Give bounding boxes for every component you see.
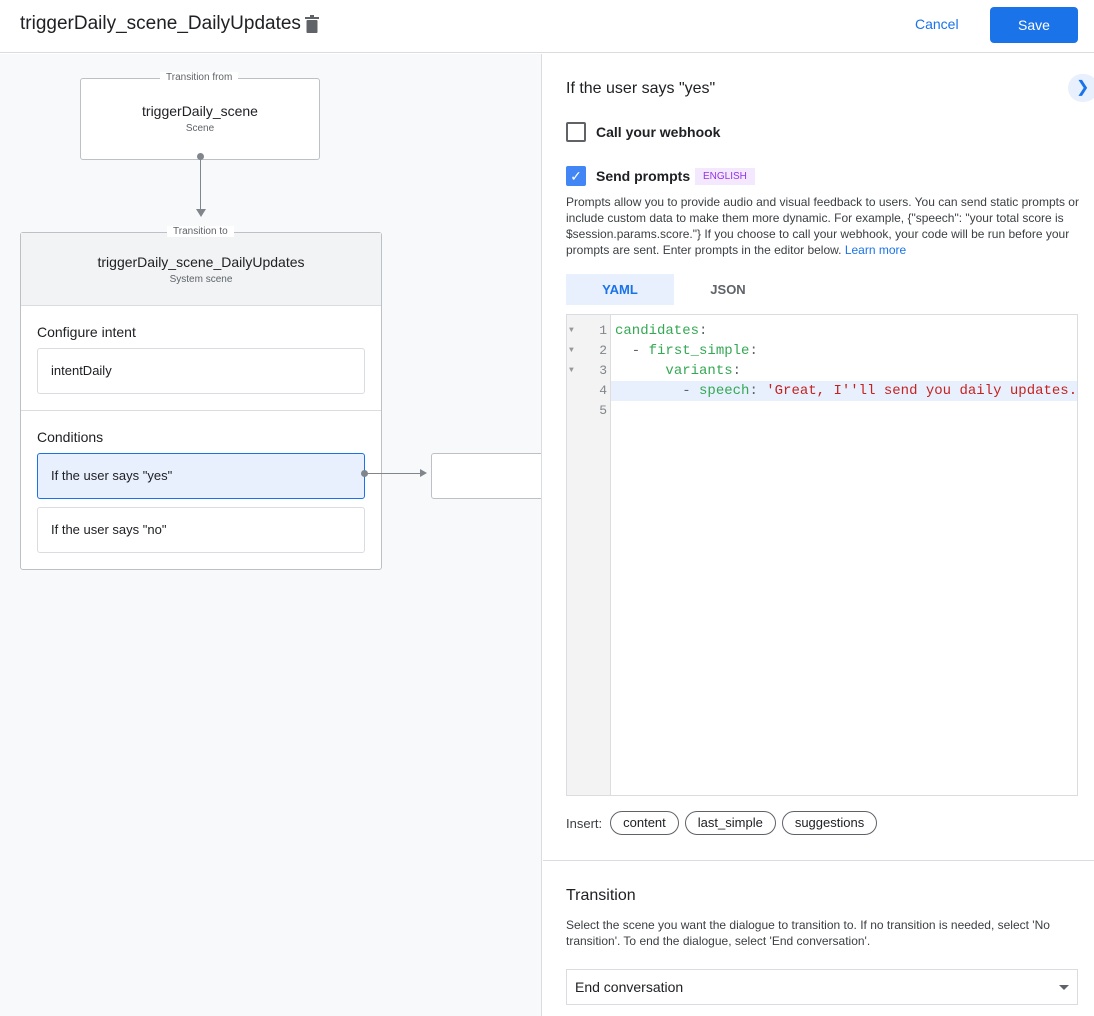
code-line[interactable]: variants: <box>665 363 742 379</box>
prompts-description: Prompts allow you to provide audio and v… <box>566 195 1079 257</box>
code-line[interactable]: - first_simple: <box>615 343 758 359</box>
tab-yaml[interactable]: YAML <box>566 274 674 305</box>
to-scene-name: triggerDaily_scene_DailyUpdates <box>97 254 305 270</box>
trash-icon[interactable] <box>305 15 319 33</box>
insert-chip-last-simple[interactable]: last_simple <box>684 811 776 835</box>
header: triggerDaily_scene_DailyUpdates Cancel S… <box>0 0 1094 53</box>
transition-title: Transition <box>566 887 636 904</box>
code-line[interactable] <box>611 401 1077 421</box>
webhook-label: Call your webhook <box>596 124 721 140</box>
from-scene-name: triggerDaily_scene <box>142 103 258 119</box>
transition-select-value: End conversation <box>575 979 684 995</box>
transition-from-label: Transition from <box>160 72 239 83</box>
transition-select[interactable]: End conversation <box>566 969 1078 1005</box>
to-scene-type: System scene <box>169 274 233 285</box>
insert-label: Insert: <box>566 815 603 831</box>
transition-to-label: Transition to <box>167 226 234 237</box>
line-number: 1 <box>599 323 607 338</box>
line-number: 4 <box>599 383 607 398</box>
line-number: 5 <box>599 403 607 418</box>
target-node[interactable] <box>431 453 541 499</box>
prompts-label: Send prompts <box>596 168 691 184</box>
language-badge: ENGLISH <box>695 168 755 185</box>
line-number: 2 <box>599 343 607 358</box>
cancel-button[interactable]: Cancel <box>915 16 959 32</box>
transition-from-node[interactable]: triggerDaily_scene Scene <box>80 78 320 160</box>
insert-chip-suggestions[interactable]: suggestions <box>781 811 878 835</box>
chevron-right-icon[interactable]: ❯ <box>1068 74 1094 102</box>
intent-heading: Configure intent <box>37 324 136 340</box>
panel-title: If the user says "yes" <box>566 80 716 97</box>
intent-card[interactable]: intentDaily <box>37 348 365 394</box>
tab-json[interactable]: JSON <box>710 282 746 297</box>
learn-more-link[interactable]: Learn more <box>844 243 907 257</box>
condition-yes[interactable]: If the user says "yes" <box>37 453 365 499</box>
condition-panel: ❯ If the user says "yes" Call your webho… <box>543 54 1094 1016</box>
scene-graph: triggerDaily_scene Scene Transition from… <box>0 54 542 1016</box>
fold-arrow-icon[interactable]: ▼ <box>569 346 574 355</box>
condition-no[interactable]: If the user says "no" <box>37 507 365 553</box>
insert-bar: Insert: content last_simple suggestions <box>566 811 883 835</box>
dropdown-arrow-icon <box>1059 985 1069 990</box>
from-scene-type: Scene <box>185 123 215 134</box>
code-line[interactable]: candidates: <box>615 323 708 339</box>
webhook-checkbox[interactable] <box>566 122 586 142</box>
transition-description: Select the scene you want the dialogue t… <box>566 918 1050 948</box>
code-line[interactable]: - speech: 'Great, I''ll send you daily u… <box>611 381 1077 401</box>
fold-arrow-icon[interactable]: ▼ <box>569 366 574 375</box>
save-button[interactable]: Save <box>990 7 1078 43</box>
conditions-heading: Conditions <box>37 429 104 445</box>
page-title: triggerDaily_scene_DailyUpdates <box>20 13 301 34</box>
line-number: 3 <box>599 363 607 378</box>
fold-arrow-icon[interactable]: ▼ <box>569 326 574 335</box>
prompts-checkbox[interactable]: ✓ <box>566 166 586 186</box>
code-editor[interactable]: candidates: 1 ▼ - first_simple: 2 ▼ variants… <box>566 314 1078 796</box>
insert-chip-content[interactable]: content <box>610 811 679 835</box>
